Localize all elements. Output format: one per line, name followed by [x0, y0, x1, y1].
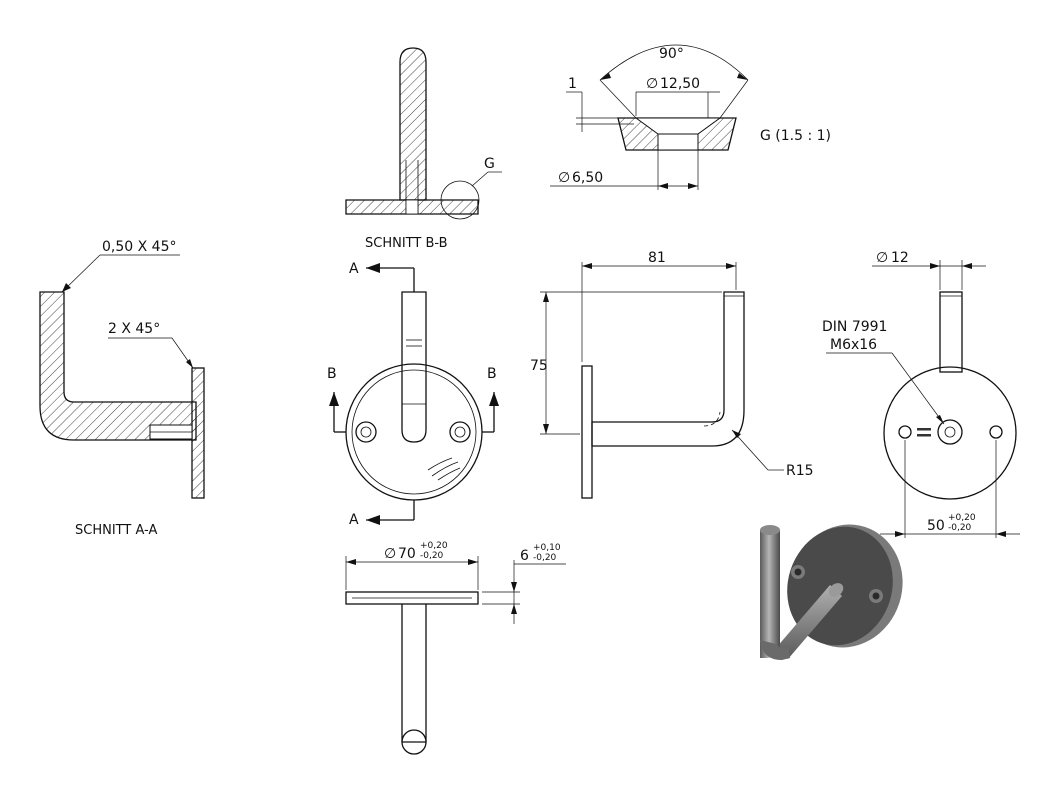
side-rod — [591, 291, 745, 447]
detail-g-title: G (1.5 : 1) — [760, 128, 831, 144]
detail-g-circle — [440, 180, 480, 220]
isometric-render — [760, 524, 903, 660]
back-screw-outer — [937, 419, 963, 445]
detail-g-marker: G — [484, 156, 495, 172]
section-bb-view: G SCHNITT B-B — [345, 47, 502, 251]
chamfer-mid-label: 2 X 45° — [108, 321, 160, 337]
side-width: 81 — [648, 250, 666, 266]
bottom-dia: 70 — [398, 546, 416, 562]
detail-g-angle: 90° — [659, 46, 684, 62]
detail-g-dia-bottom-symbol: ∅ — [558, 170, 570, 186]
bottom-dia-tol-lower: -0,20 — [420, 551, 444, 561]
back-screw-std: DIN 7991 — [822, 319, 887, 335]
bottom-plate — [345, 591, 479, 605]
bottom-dia-symbol: ∅ — [384, 546, 396, 562]
section-aa-plate — [191, 367, 205, 499]
back-tol-lower: -0,20 — [948, 523, 972, 533]
back-hole-right — [989, 425, 1003, 439]
cut-b-right: B — [487, 366, 497, 382]
back-rod — [939, 291, 963, 373]
bottom-rod — [401, 604, 427, 743]
cut-a-bottom: A — [349, 512, 359, 528]
back-plate — [883, 366, 1017, 500]
cut-a-top: A — [349, 261, 359, 277]
front-hole-left — [355, 421, 377, 443]
side-plate — [581, 365, 593, 499]
section-bb-title: SCHNITT B-B — [365, 236, 448, 251]
detail-g-dia-top-symbol: ∅ — [646, 76, 658, 92]
bottom-dia-tol-upper: +0,20 — [420, 541, 448, 551]
side-height: 75 — [530, 358, 548, 374]
bottom-thickness: 6 — [520, 548, 529, 564]
render-rod-arm — [776, 585, 842, 659]
back-tol-upper: +0,20 — [948, 513, 976, 523]
cut-b-left: B — [327, 366, 337, 382]
back-view: ∅ 12 DIN 7991 M6x16 50 +0,20 -0,20 — [822, 250, 1020, 538]
section-bb-rod — [399, 47, 427, 201]
bottom-thick-tol-lower: -0,20 — [533, 553, 557, 563]
chamfer-top-label: 0,50 X 45° — [102, 239, 176, 255]
bottom-view: ∅ 70 +0,20 -0,20 6 +0,10 -0,20 — [345, 541, 566, 755]
front-hole-right — [449, 421, 471, 443]
bottom-thick-tol-upper: +0,10 — [533, 543, 561, 553]
section-aa-profile — [39, 291, 197, 441]
back-hole-left — [898, 425, 912, 439]
render-rod-vertical — [760, 530, 780, 658]
section-aa-title: SCHNITT A-A — [75, 523, 157, 538]
back-screw-size: M6x16 — [830, 337, 877, 353]
section-aa-view: 0,50 X 45° 2 X 45° SCHNITT A-A — [39, 239, 205, 538]
side-radius: R15 — [786, 463, 814, 479]
front-plate-outer — [345, 363, 483, 501]
back-rod-dia-symbol: ∅ — [876, 250, 888, 266]
back-hole-spacing: 50 — [927, 518, 945, 534]
side-view: 81 75 R15 — [530, 250, 814, 499]
back-rod-dia: 12 — [891, 250, 909, 266]
detail-g-dia-bottom: 6,50 — [572, 170, 603, 186]
detail-g-depth: 1 — [568, 76, 577, 92]
front-rod — [401, 291, 427, 443]
detail-g-view: 90° ∅ 12,50 1 ∅ 6,50 G (1.5 : 1) — [550, 44, 831, 190]
detail-g-dia-top: 12,50 — [660, 76, 700, 92]
front-view: A A B B — [327, 261, 499, 528]
